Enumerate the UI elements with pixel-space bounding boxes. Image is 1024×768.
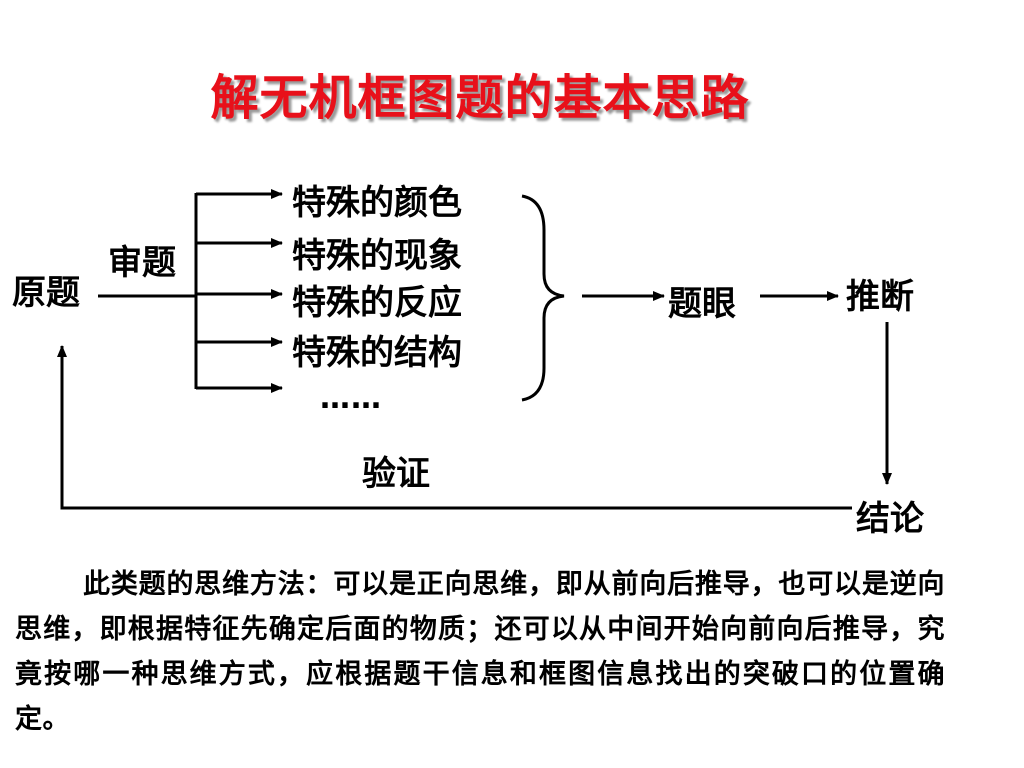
node-key: 题眼 bbox=[668, 284, 736, 324]
page-title: 解无机框图题的基本思路 bbox=[210, 70, 750, 126]
node-feature-color: 特殊的颜色 bbox=[292, 183, 462, 223]
node-feature-phenomenon: 特殊的现象 bbox=[292, 236, 462, 276]
node-conclusion: 结论 bbox=[856, 499, 924, 539]
node-feature-structure: 特殊的结构 bbox=[292, 333, 462, 373]
method-paragraph: 此类题的思维方法：可以是正向思维，即从前向后推导，也可以是逆向思维，即根据特征先… bbox=[15, 569, 945, 735]
node-verify: 验证 bbox=[362, 454, 430, 494]
curly-brace bbox=[521, 194, 565, 402]
node-feature-reaction: 特殊的反应 bbox=[292, 283, 462, 323]
node-ellipsis: …… bbox=[320, 381, 382, 416]
node-review: 审题 bbox=[108, 243, 176, 283]
node-infer: 推断 bbox=[846, 277, 914, 317]
arrow-verify-loop bbox=[57, 345, 852, 510]
node-origin: 原题 bbox=[12, 273, 80, 313]
